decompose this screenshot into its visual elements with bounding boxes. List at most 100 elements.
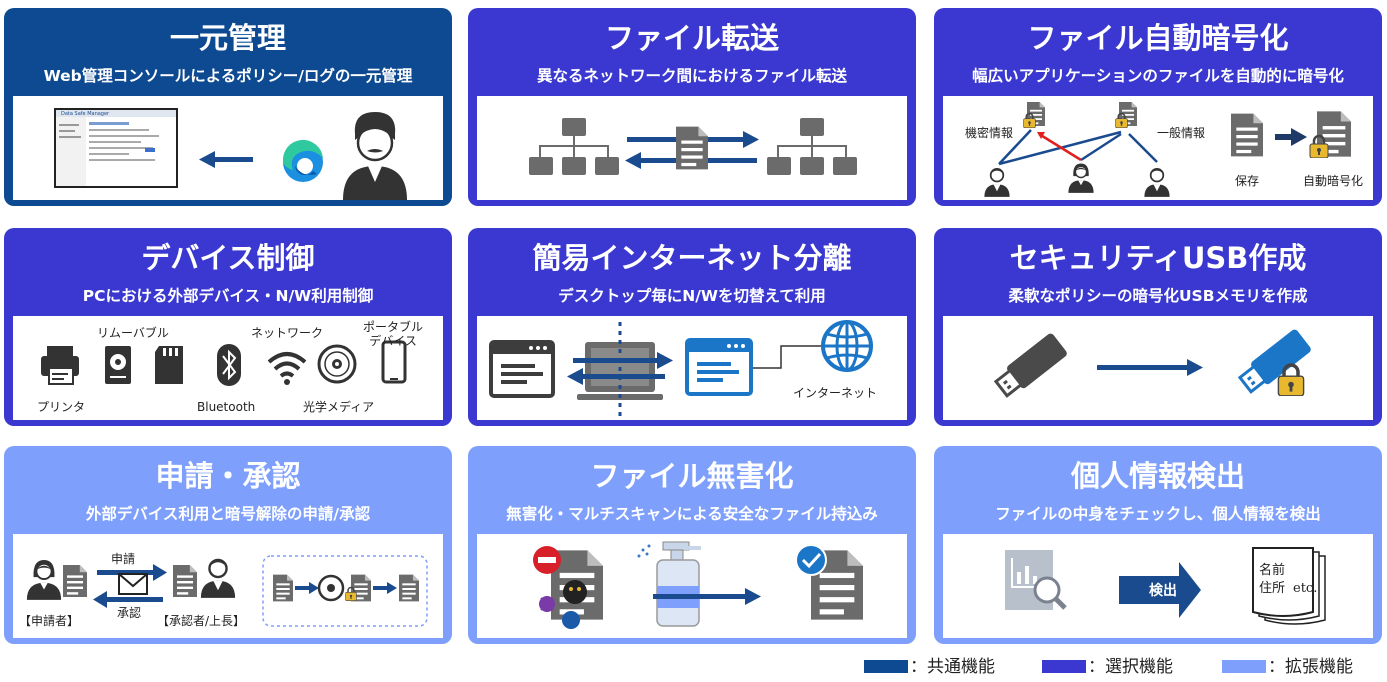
label-approver: 【承認者/上長】 <box>157 614 246 628</box>
label-removable: リムーバブル <box>97 326 169 340</box>
label-request: 申請 <box>111 552 136 566</box>
card-auto-encryption: ファイル自動暗号化 幅広いアプリケーションのファイルを自動的に暗号化 <box>934 8 1382 206</box>
card-internet-separation: 簡易インターネット分離 デスクトップ毎にN/Wを切替えて利用 <box>468 228 916 426</box>
legend-swatch-extended <box>1222 660 1266 673</box>
user-icon <box>1143 167 1171 197</box>
card-device-control: デバイス制御 PCにおける外部デバイス・N/W利用制御 <box>4 228 452 426</box>
administrator-icon <box>343 112 407 200</box>
printer-icon <box>41 346 79 385</box>
wifi-icon <box>267 352 307 385</box>
label-save: 保存 <box>1235 174 1260 188</box>
card-illustration <box>477 96 907 200</box>
card-subtitle: ファイルの中身をチェックし、個人情報を検出 <box>995 505 1321 523</box>
card-central-management: 一元管理 Web管理コンソールによるポリシー/ログの一元管理 Data Safe… <box>4 8 452 206</box>
card-title: ファイル自動暗号化 <box>1027 21 1289 55</box>
decrypt-process-box <box>262 555 428 627</box>
label-detect: 検出 <box>1149 583 1177 599</box>
legend-swatch-select <box>1042 660 1086 673</box>
card-subtitle: 無害化・マルチスキャンによる安全なファイル持込み <box>506 505 878 523</box>
label-printer: プリンタ <box>37 400 86 414</box>
document-icon <box>1231 113 1263 157</box>
card-illustration: 検出 名前 住所 etc. <box>943 534 1373 638</box>
card-subtitle: デスクトップ毎にN/Wを切替えて利用 <box>558 287 826 305</box>
usb-drive-icon <box>993 333 1067 398</box>
result-documents-icon <box>1252 547 1326 625</box>
infected-document-icon <box>533 546 603 629</box>
card-title: 申請・承認 <box>155 459 301 493</box>
edge-browser-icon <box>282 139 323 182</box>
card-illustration: 申請 承認 【申請者】 【承認者/上長】 <box>13 534 443 638</box>
document-scan-icon <box>1005 550 1067 610</box>
label-auto-encrypt: 自動暗号化 <box>1303 174 1364 188</box>
label-internet: インターネット <box>793 386 878 400</box>
desktop-window-icon <box>489 340 555 398</box>
label-network: ネットワーク <box>251 326 324 340</box>
card-subtitle: 異なるネットワーク間におけるファイル転送 <box>536 67 847 85</box>
label-bluetooth: Bluetooth <box>197 400 256 414</box>
encrypted-usb-icon <box>1237 329 1311 394</box>
card-illustration: Data Safe Manager <box>13 96 443 200</box>
card-file-sanitization: ファイル無害化 無害化・マルチスキャンによる安全なファイル持込み <box>468 446 916 644</box>
network-tree-icon-left <box>529 118 619 175</box>
card-title: 簡易インターネット分離 <box>532 241 852 275</box>
requester-icon <box>25 559 63 600</box>
legend-label: ：選択機能 <box>1088 657 1173 677</box>
internet-window-icon <box>685 338 753 396</box>
card-illustration: リムーバブル ネットワーク ポータブル デバイス プリンタ Bluetooth … <box>13 316 443 420</box>
card-title: ファイル転送 <box>604 21 779 55</box>
removable-disk-icon <box>105 346 131 384</box>
sd-card-icon <box>155 346 183 384</box>
arrow-right-icon <box>1097 359 1203 376</box>
legend-swatch-common <box>864 660 908 673</box>
console-title: Data Safe Manager <box>61 111 110 117</box>
label-name: 名前 <box>1259 563 1286 578</box>
arrow-left-icon <box>199 151 253 168</box>
smartphone-icon <box>381 340 407 384</box>
sanitizer-spray-icon <box>637 541 701 627</box>
document-icon <box>63 565 87 597</box>
legend-extended: ：拡張機能 <box>1222 656 1382 678</box>
optical-disc-icon <box>317 344 357 384</box>
globe-icon <box>821 320 873 372</box>
label-secret: 機密情報 <box>965 126 1014 140</box>
document-icon <box>173 565 197 597</box>
clean-document-icon <box>795 544 863 620</box>
envelope-icon <box>118 573 148 595</box>
approve-arrow-icon <box>93 591 163 608</box>
card-illustration: 機密情報 一般情報 保存 自動暗号化 <box>943 96 1373 200</box>
pc-monitor-icon <box>577 322 663 416</box>
card-security-usb: セキュリティUSB作成 柔軟なポリシーの暗号化USBメモリを作成 <box>934 228 1382 426</box>
arrow-right-icon <box>653 588 761 605</box>
legend-common: ：共通機能 <box>864 656 1024 678</box>
label-address: 住所 <box>1259 581 1286 596</box>
card-illustration: インターネット <box>477 316 907 420</box>
card-request-approval: 申請・承認 外部デバイス利用と暗号解除の申請/承認 <box>4 446 452 644</box>
card-pii-detection: 個人情報検出 ファイルの中身をチェックし、個人情報を検出 検出 <box>934 446 1382 644</box>
card-subtitle: 柔軟なポリシーの暗号化USBメモリを作成 <box>1008 287 1308 305</box>
card-illustration <box>477 534 907 638</box>
flow-lines <box>998 129 1158 166</box>
request-arrow-icon <box>97 564 167 581</box>
document-icon <box>676 126 708 170</box>
network-tree-icon-right <box>767 118 857 175</box>
card-title: ファイル無害化 <box>590 459 794 493</box>
label-approve: 承認 <box>117 606 142 620</box>
card-title: デバイス制御 <box>141 241 315 275</box>
label-requester: 【申請者】 <box>19 614 80 628</box>
user-icon <box>983 167 1011 197</box>
detect-arrow-icon <box>1119 562 1201 618</box>
switch-arrows-icon <box>567 352 673 385</box>
label-portable-device: ポータブル デバイス <box>363 320 424 348</box>
card-subtitle: 外部デバイス利用と暗号解除の申請/承認 <box>85 505 371 523</box>
user-icon <box>1067 162 1095 193</box>
card-title: 一元管理 <box>169 21 286 55</box>
card-file-transfer: ファイル転送 異なるネットワーク間におけるファイル転送 <box>468 8 916 206</box>
arrow-right-icon <box>1275 128 1307 146</box>
card-subtitle: 幅広いアプリケーションのファイルを自動的に暗号化 <box>972 67 1344 85</box>
label-etc: etc. <box>1293 581 1318 596</box>
legend-select: ：選択機能 <box>1042 656 1202 678</box>
approver-icon <box>199 557 237 598</box>
console-screenshot <box>54 108 178 188</box>
bluetooth-icon <box>217 344 241 386</box>
card-title: 個人情報検出 <box>1070 459 1245 493</box>
